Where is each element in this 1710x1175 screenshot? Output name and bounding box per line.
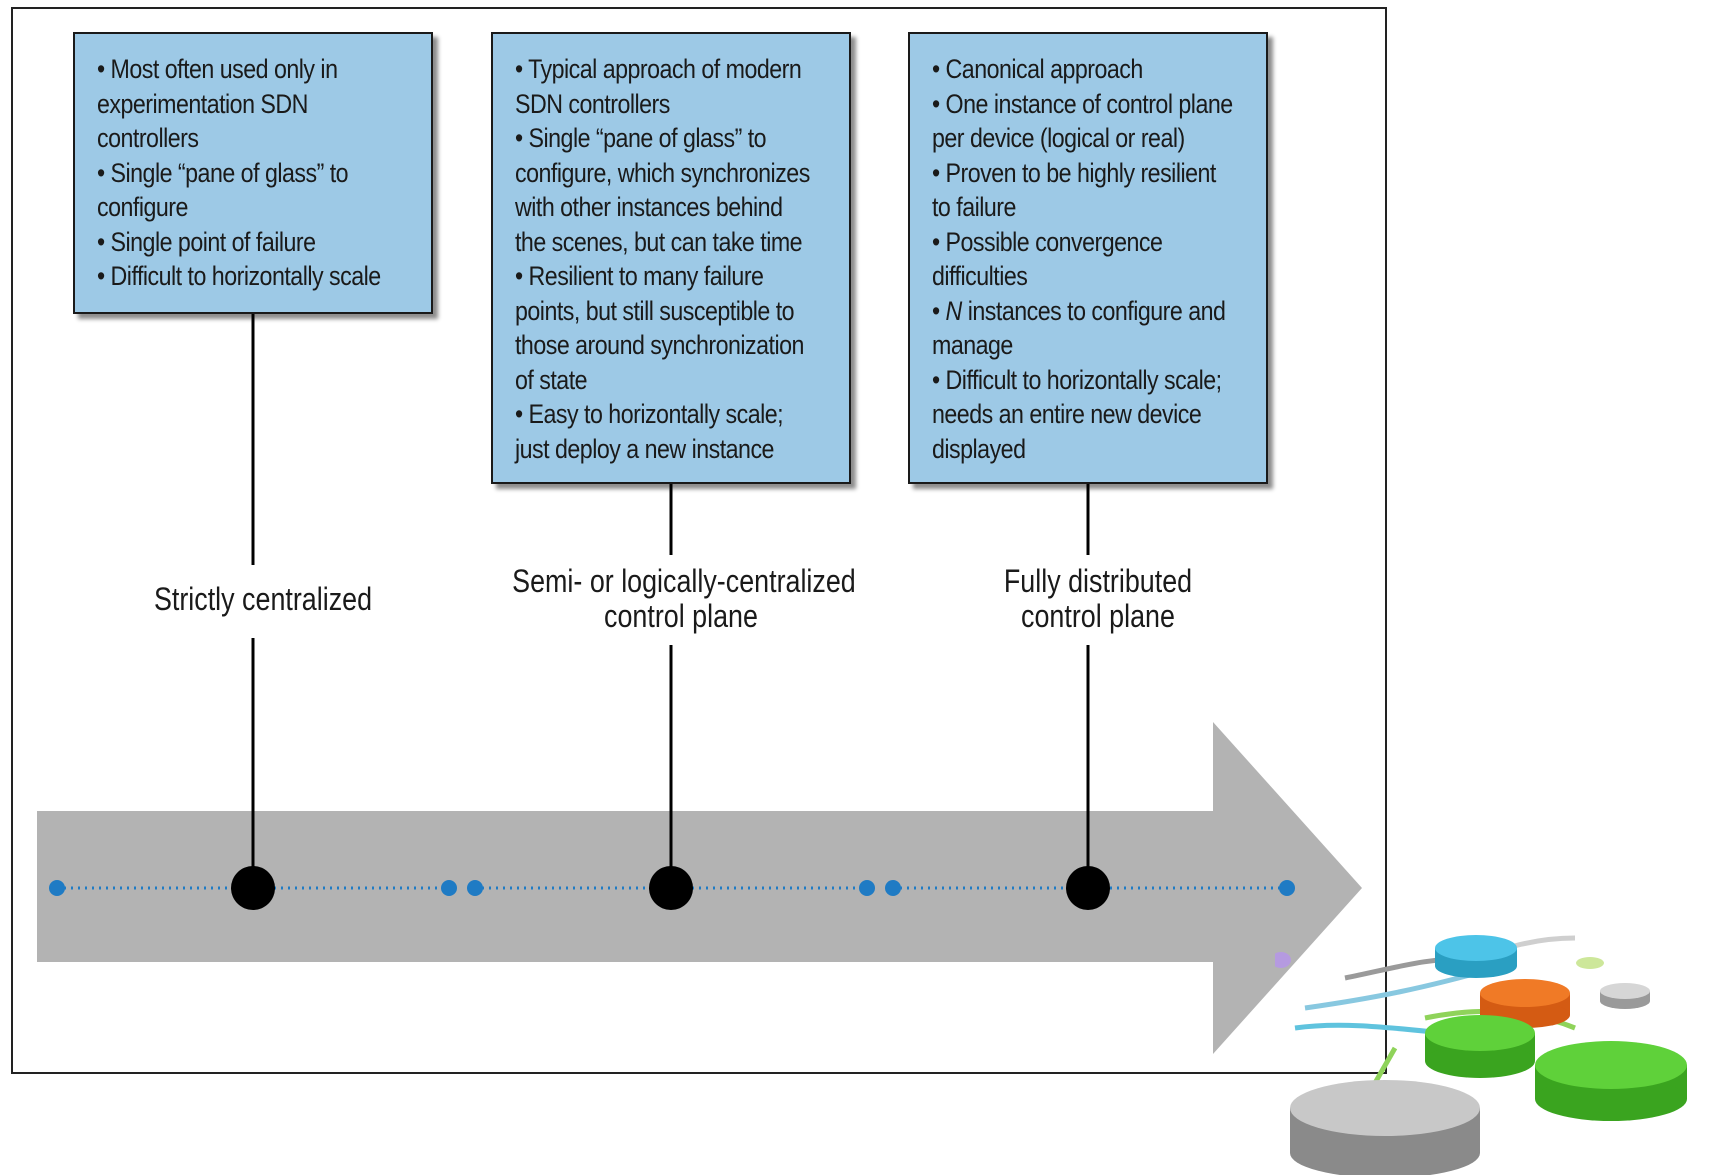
endpoint-dot	[49, 880, 65, 896]
distributed-description-box: • Canonical approach • One instance of c…	[908, 32, 1268, 484]
endpoint-dot	[859, 880, 875, 896]
box-line: to failure	[932, 192, 1016, 222]
box-line: those around synchronization	[515, 330, 804, 360]
label-fully-distributed: Fully distributed control plane	[963, 560, 1233, 638]
label-text-line2: control plane	[1021, 598, 1175, 634]
box-line: • One instance of control plane	[932, 88, 1233, 119]
box-line: experimentation SDN	[97, 88, 308, 119]
box-line: difficulties	[932, 261, 1028, 291]
box-line: just deploy a new instance	[515, 433, 774, 464]
disk-green-large	[1535, 1041, 1687, 1121]
box-line: • N instances to configure and	[932, 295, 1226, 326]
box-line: manage	[932, 330, 1013, 360]
box-line: • Single “pane of glass” to	[97, 157, 349, 188]
disk-tiny-green	[1576, 957, 1604, 969]
box-line: • Resilient to many failure	[515, 261, 764, 291]
label-text-line2: control plane	[604, 598, 758, 634]
box-line: the scenes, but can take time	[515, 226, 803, 257]
box-line: per device (logical or real)	[932, 123, 1185, 153]
label-semi-centralized: Semi- or logically-centralized control p…	[503, 560, 859, 638]
label-text-line1: Semi- or logically-centralized	[512, 563, 856, 599]
label-strictly-centralized: Strictly centralized	[128, 578, 398, 621]
box-line: • Single “pane of glass” to	[515, 123, 767, 153]
disk-blue	[1435, 935, 1517, 978]
endpoint-dot	[1279, 880, 1295, 896]
label-text: Strictly centralized	[153, 581, 373, 617]
box-line: • Difficult to horizontally scale	[97, 261, 381, 291]
semi-centralized-description-box: • Typical approach of modern SDN control…	[491, 32, 851, 484]
endpoint-dot	[441, 880, 457, 896]
endpoint-dot	[885, 880, 901, 896]
spectrum-node-semi-centralized	[649, 866, 693, 910]
box-line: displayed	[932, 433, 1026, 464]
box-line: needs an entire new device	[932, 399, 1202, 429]
disk-purple-edge	[1275, 952, 1291, 968]
network-decoration	[1275, 935, 1687, 1175]
disk-green-mid	[1425, 1015, 1535, 1078]
box-line: • Canonical approach	[932, 54, 1143, 84]
box-line: controllers	[97, 123, 199, 153]
box-line: configure	[97, 192, 188, 222]
box-line: • Possible convergence	[932, 226, 1163, 257]
disk-small-gray	[1600, 983, 1650, 1009]
disk-gray-large	[1290, 1080, 1480, 1175]
box-line: configure, which synchronizes	[515, 157, 810, 188]
box-line: • Difficult to horizontally scale;	[932, 364, 1222, 395]
box-line: of state	[515, 364, 588, 395]
box-line: • Single point of failure	[97, 226, 316, 257]
box-line: • Proven to be highly resilient	[932, 157, 1216, 188]
spectrum-node-distributed	[1066, 866, 1110, 910]
label-text-line1: Fully distributed	[1003, 563, 1193, 599]
box-line: SDN controllers	[515, 88, 670, 119]
box-line: • Typical approach of modern	[515, 54, 802, 84]
endpoint-dot	[467, 880, 483, 896]
box-line: points, but still susceptible to	[515, 295, 795, 326]
box-line: • Easy to horizontally scale;	[515, 399, 784, 429]
spectrum-node-centralized	[231, 866, 275, 910]
box-line: • Most often used only in	[97, 54, 338, 84]
box-line: with other instances behind	[515, 192, 783, 222]
centralized-description-box: • Most often used only in experimentatio…	[73, 32, 433, 314]
